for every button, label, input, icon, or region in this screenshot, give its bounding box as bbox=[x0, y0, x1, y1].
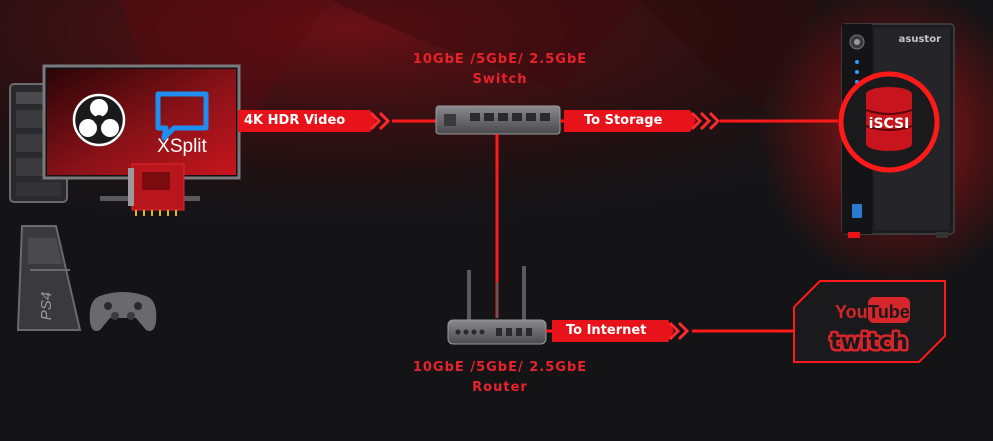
video-link bbox=[238, 110, 436, 132]
monitor bbox=[42, 64, 241, 201]
twitch-wordmark: twitch bbox=[830, 330, 908, 355]
streaming-platforms: You Tube twitch bbox=[793, 280, 946, 363]
router-caption-line1: 10GbE /5GbE/ 2.5GbE bbox=[412, 360, 588, 375]
xsplit-label: XSplit bbox=[157, 136, 207, 157]
ps4-console: PS4 bbox=[16, 225, 82, 331]
iscsi-label: iSCSI bbox=[869, 116, 910, 132]
youtube-you: You bbox=[835, 302, 868, 322]
router-caption: 10GbE /5GbE/ 2.5GbE Router bbox=[380, 358, 620, 398]
switch-caption-line2: Switch bbox=[472, 72, 528, 87]
nas-brand: asustor bbox=[899, 34, 941, 45]
capture-card bbox=[128, 163, 185, 216]
database-icon bbox=[865, 87, 913, 151]
youtube-tube: Tube bbox=[868, 302, 910, 322]
obs-logo-icon bbox=[72, 93, 126, 147]
ps4-label: PS4 bbox=[38, 292, 55, 320]
storage-link-label: To Storage bbox=[584, 113, 663, 128]
router-caption-line2: Router bbox=[472, 380, 528, 395]
network-switch-icon bbox=[435, 105, 561, 135]
xsplit-logo: XSplit bbox=[155, 91, 209, 157]
switch-caption: 10GbE /5GbE/ 2.5GbE Switch bbox=[380, 50, 620, 90]
twitch-logo: twitch bbox=[828, 328, 911, 358]
storage-link bbox=[560, 110, 838, 132]
background-shard bbox=[330, 0, 640, 90]
router-icon bbox=[447, 266, 547, 345]
switch-caption-line1: 10GbE /5GbE/ 2.5GbE bbox=[412, 52, 588, 67]
gamepad-icon bbox=[89, 292, 157, 331]
internet-link-label: To Internet bbox=[566, 323, 647, 338]
internet-link bbox=[546, 320, 800, 342]
youtube-logo: You Tube bbox=[835, 297, 910, 323]
video-link-label: 4K HDR Video bbox=[244, 113, 346, 128]
iscsi-badge: iSCSI bbox=[838, 71, 940, 173]
